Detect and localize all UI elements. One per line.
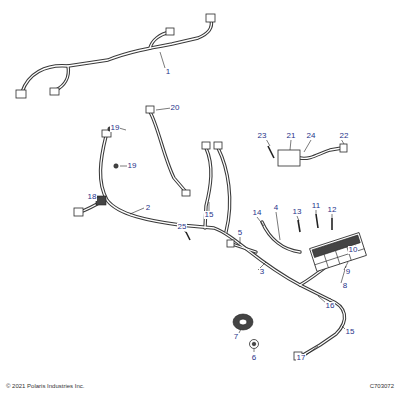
callout-number: 24 bbox=[306, 132, 317, 140]
callout-number: 16 bbox=[325, 302, 336, 310]
callout-number: 10 bbox=[348, 246, 359, 254]
callout-number: 17 bbox=[296, 354, 307, 362]
callout-number: 3 bbox=[259, 268, 265, 276]
callout-number: 15 bbox=[204, 211, 215, 219]
cable-jacket bbox=[22, 20, 345, 358]
clip bbox=[96, 196, 106, 205]
footer-note: © 2021 Polaris Industries Inc. bbox=[6, 383, 84, 389]
callout-number: 14 bbox=[252, 209, 263, 217]
callout-number: 11 bbox=[311, 202, 321, 210]
callout-number: 20 bbox=[170, 104, 181, 112]
callout-number: 22 bbox=[339, 132, 350, 140]
fuse-box bbox=[310, 233, 367, 272]
callout-number: 6 bbox=[251, 354, 257, 362]
callout-number: 25 bbox=[177, 223, 188, 231]
callout-number: 7 bbox=[233, 333, 239, 341]
callout-number: 9 bbox=[345, 268, 351, 276]
grommets bbox=[233, 314, 259, 349]
leader-lines bbox=[97, 52, 356, 356]
callout-number: 19 bbox=[110, 124, 121, 132]
callout-number: 23 bbox=[257, 132, 268, 140]
footer-note: C703072 bbox=[370, 383, 394, 389]
callout-number: 5 bbox=[237, 229, 243, 237]
callout-number: 8 bbox=[342, 282, 348, 290]
callout-number: 21 bbox=[286, 132, 297, 140]
callout-number: 4 bbox=[273, 204, 279, 212]
callout-number: 15 bbox=[345, 328, 356, 336]
callout-number: 18 bbox=[87, 193, 98, 201]
connectors bbox=[16, 14, 347, 360]
cable-core bbox=[22, 20, 345, 358]
callout-number: 12 bbox=[327, 206, 338, 214]
callout-number: 19 bbox=[127, 162, 138, 170]
callout-number: 1 bbox=[165, 68, 171, 76]
callout-number: 13 bbox=[292, 208, 303, 216]
fasteners bbox=[108, 127, 332, 240]
callout-number: 2 bbox=[145, 204, 151, 212]
